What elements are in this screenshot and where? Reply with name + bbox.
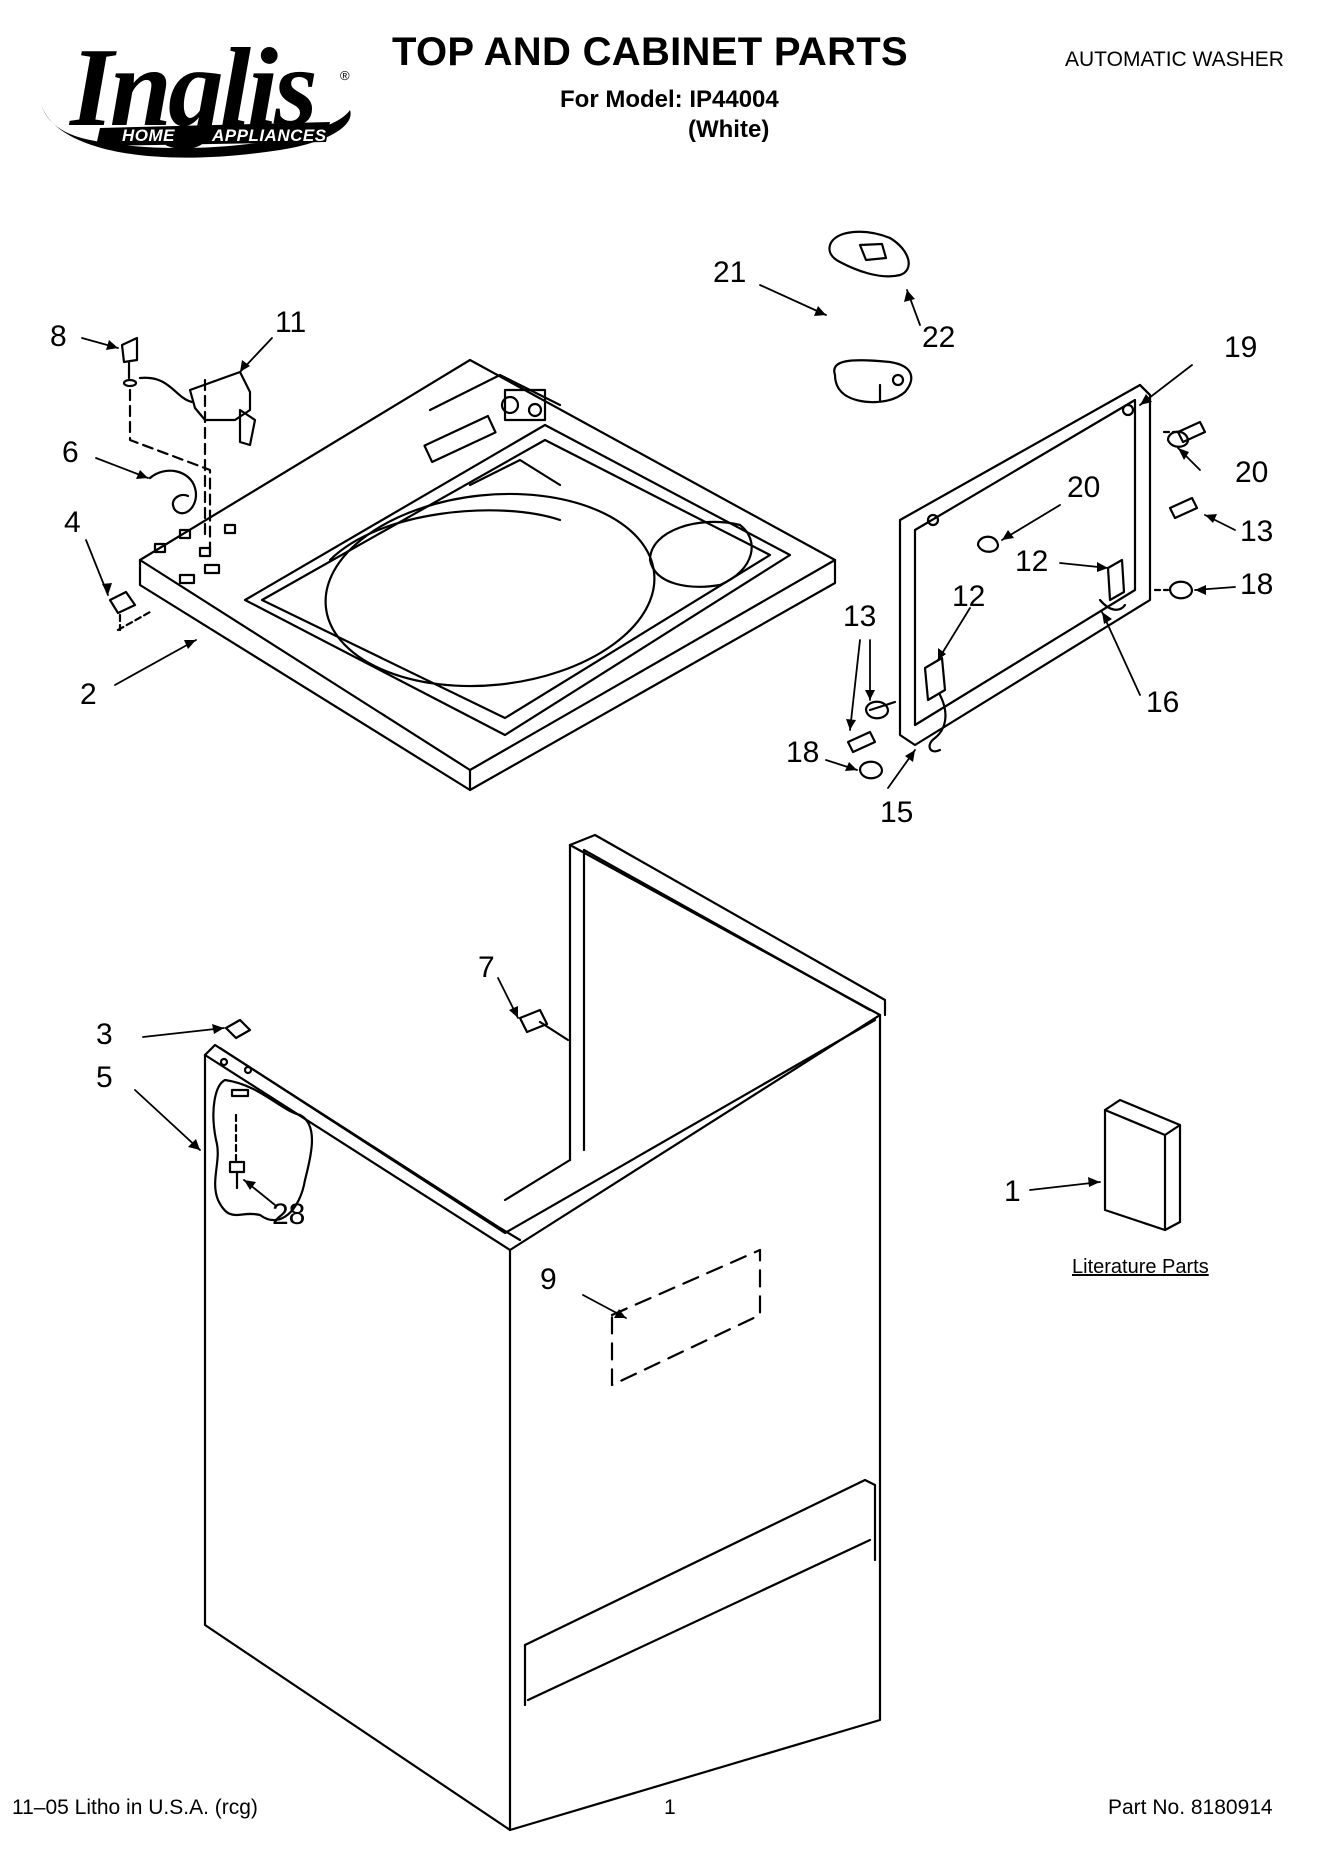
callout-4: 4 — [64, 506, 81, 539]
callout-9: 9 — [540, 1263, 557, 1296]
model-line: For Model: IP44004 — [560, 86, 779, 113]
callout-18-right: 18 — [1240, 568, 1274, 601]
page-title: TOP AND CABINET PARTS — [392, 30, 908, 74]
logo-registered-mark: ® — [340, 68, 350, 83]
callout-18-left: 18 — [786, 736, 820, 769]
callout-11: 11 — [275, 306, 307, 339]
inglis-logo: Inglis ® HOME APPLIANCES — [30, 30, 360, 170]
washer-top-drawing — [138, 358, 837, 792]
callout-7: 7 — [478, 951, 495, 984]
color-line: (White) — [688, 116, 770, 143]
logo-swoosh — [40, 100, 351, 158]
cabinet-drawing — [203, 833, 887, 1832]
literature-book-drawing — [1103, 1098, 1182, 1232]
callout-19: 19 — [1224, 331, 1258, 364]
callout-13-right: 13 — [1240, 515, 1274, 548]
dispenser-drawing — [828, 230, 913, 404]
footer-part-number: Part No. 8180914 — [1108, 1796, 1273, 1819]
callout-16: 16 — [1146, 686, 1180, 719]
footer-page-number: 1 — [664, 1796, 676, 1819]
callout-3: 3 — [96, 1018, 113, 1051]
lid-switch-drawing — [108, 336, 257, 632]
callout-20-left: 20 — [1067, 471, 1101, 504]
literature-parts-label: Literature Parts — [1072, 1256, 1209, 1278]
product-type: AUTOMATIC WASHER — [1065, 48, 1284, 71]
callout-12-left: 12 — [952, 580, 986, 613]
callout-6: 6 — [62, 436, 79, 469]
logo-wordmark: Inglis — [70, 26, 318, 150]
callout-8: 8 — [50, 320, 67, 353]
arrow-heads — [102, 290, 1217, 1318]
footer-litho: 11–05 Litho in U.S.A. (rcg) — [12, 1796, 258, 1819]
callout-13-left: 13 — [843, 600, 877, 633]
logo-home-text: HOME — [122, 126, 175, 145]
callout-22: 22 — [922, 321, 956, 354]
lid-drawing — [846, 383, 1207, 780]
callout-2: 2 — [80, 678, 97, 711]
callout-21: 21 — [713, 256, 747, 289]
callout-12-right: 12 — [1015, 545, 1049, 578]
callout-5: 5 — [96, 1061, 113, 1094]
callout-15: 15 — [880, 796, 914, 829]
callout-1: 1 — [1004, 1175, 1021, 1208]
callout-28: 28 — [272, 1198, 306, 1231]
leader-arrows — [81, 284, 1236, 1319]
callout-20-right: 20 — [1235, 456, 1269, 489]
logo-appliances-text: APPLIANCES — [212, 126, 327, 145]
